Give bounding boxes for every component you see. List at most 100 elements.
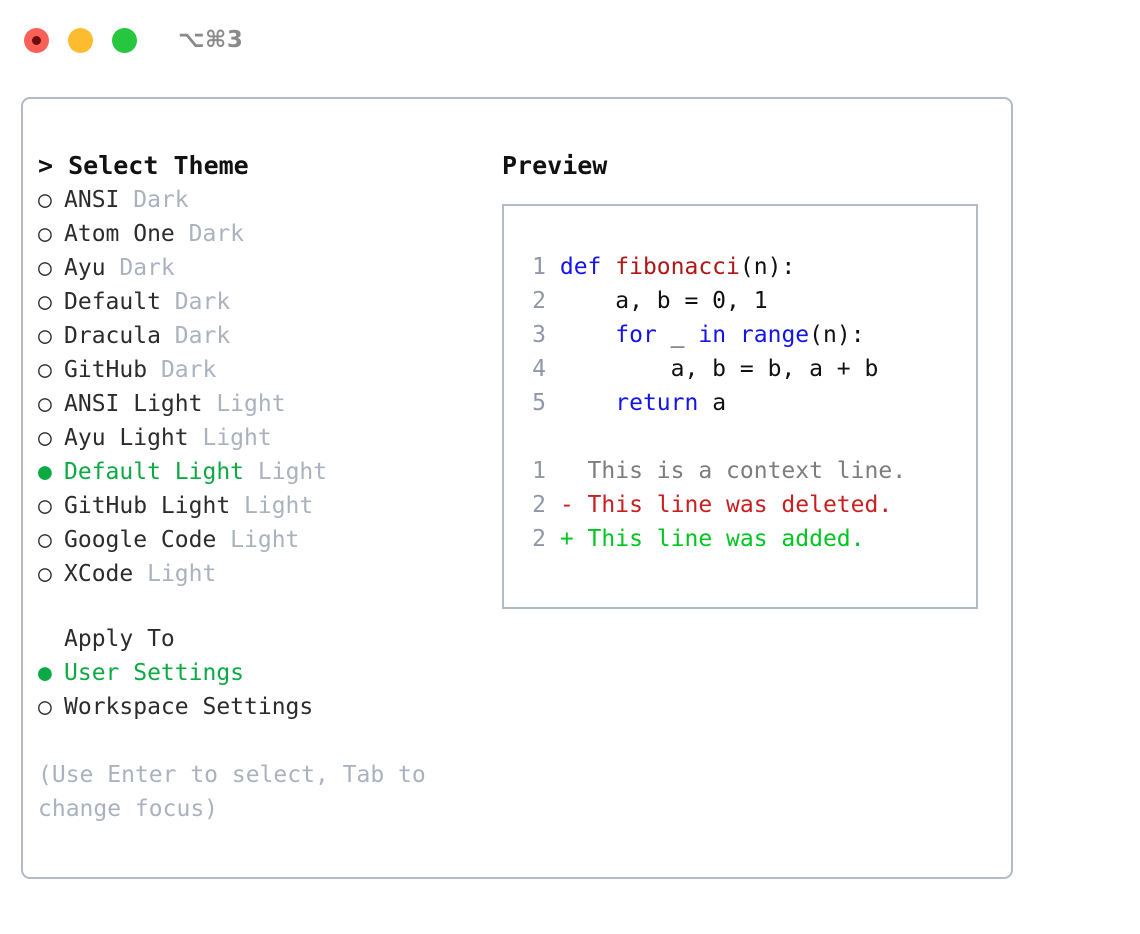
theme-mode-tag: Dark: [119, 255, 175, 281]
code-line: 3 for _ in range(n):: [522, 318, 976, 352]
radio-unselected-icon: ○: [38, 221, 52, 247]
line-number-gap: [546, 288, 560, 314]
radio-unselected-icon: ○: [38, 493, 52, 519]
radio-unselected-icon: ○: [38, 255, 52, 281]
line-number: 2: [532, 526, 546, 552]
theme-list-item[interactable]: ○ ANSI Light Light: [38, 387, 488, 421]
line-number: 2: [532, 492, 546, 518]
code-token: a, b = 0, 1: [559, 288, 768, 314]
diff-line: 1 This is a context line.: [522, 454, 976, 488]
preview-heading: Preview: [502, 151, 608, 180]
diff-line: 2 + This line was added.: [522, 522, 976, 556]
line-number-gap: [546, 254, 560, 280]
line-number-gap: [546, 526, 560, 552]
theme-name-label: Atom One: [64, 221, 189, 247]
theme-name-label: Default Light: [64, 459, 258, 485]
apply-to-item[interactable]: ○Workspace Settings: [38, 690, 488, 724]
code-token: [726, 322, 740, 348]
preview-column: Preview 1 def fibonacci(n):2 a, b = 0, 1…: [502, 149, 997, 609]
apply-to-label: User Settings: [64, 660, 245, 686]
code-line: 5 return a: [522, 386, 976, 420]
close-button-icon[interactable]: [24, 27, 49, 53]
line-number: 3: [532, 322, 546, 348]
code-token: def: [559, 254, 616, 280]
code-token: [560, 322, 615, 348]
diff-text: - This line was deleted.: [559, 492, 893, 518]
code-line: 4 a, b = b, a + b: [522, 352, 976, 386]
maximize-button-icon[interactable]: [112, 27, 137, 53]
theme-list: ○ ANSI Dark ○ Atom One Dark ○ Ayu Dark ○ Defaul…: [38, 183, 488, 591]
diff-line: 2 - This line was deleted.: [522, 488, 976, 522]
theme-name-label: Default: [64, 289, 175, 315]
theme-name-label: Ayu: [64, 255, 120, 281]
theme-mode-tag: Light: [257, 459, 328, 485]
code-token: a: [698, 390, 727, 416]
code-token: for: [615, 322, 657, 348]
line-number: 4: [532, 356, 546, 382]
code-token: in: [698, 322, 727, 348]
line-number: 2: [532, 288, 546, 314]
theme-mode-tag: Dark: [174, 323, 231, 349]
theme-list-item[interactable]: ○ Default Dark: [38, 285, 488, 319]
title-bar: ⌥⌘3: [0, 0, 1140, 80]
line-number-gap: [546, 492, 560, 518]
apply-to-heading: Apply To: [64, 626, 175, 652]
apply-to-item[interactable]: ● User Settings: [38, 656, 488, 690]
code-diff-separator: [522, 420, 976, 454]
select-theme-heading: > Select Theme: [38, 151, 249, 180]
theme-name-label: GitHub Light: [64, 493, 245, 519]
apply-to-label: Workspace Settings: [64, 694, 314, 720]
theme-name-label: Dracula: [64, 323, 175, 349]
theme-mode-tag: Light: [244, 493, 314, 519]
theme-name-label: GitHub: [64, 357, 161, 383]
code-token: [560, 390, 615, 416]
line-number: 1: [532, 254, 546, 280]
radio-selected-icon: ●: [38, 660, 52, 686]
theme-list-item[interactable]: ○XCode Light: [38, 557, 488, 591]
theme-list-item[interactable]: ○Google Code Light: [38, 523, 488, 557]
theme-mode-tag: Light: [202, 425, 272, 451]
theme-picker-column: > Select Theme ○ANSI Dark○Atom One Dark○…: [38, 149, 488, 826]
diff-text: + This line was added.: [559, 526, 865, 552]
keyboard-hint-text: (Use Enter to select, Tab to change focu…: [38, 762, 426, 822]
code-token: range: [739, 322, 810, 348]
theme-name-label: Ayu Light: [64, 425, 203, 451]
theme-list-item[interactable]: ○ANSI Dark: [38, 183, 488, 217]
line-number-gap: [546, 458, 560, 484]
theme-list-item[interactable]: ● Default Light Light: [38, 455, 488, 489]
radio-unselected-icon: ○: [38, 357, 52, 383]
theme-list-item[interactable]: ○ Ayu Dark: [38, 251, 488, 285]
code-line: 1 def fibonacci(n):: [522, 250, 976, 284]
theme-list-item[interactable]: ○Ayu Light Light: [38, 421, 488, 455]
code-token: return: [615, 390, 699, 416]
code-line: 2 a, b = 0, 1: [522, 284, 976, 318]
window-controls: [24, 27, 137, 53]
keyboard-shortcut-label: ⌥⌘3: [178, 26, 244, 53]
theme-mode-tag: Light: [216, 391, 286, 417]
line-number: 1: [532, 458, 546, 484]
line-number: 5: [532, 390, 546, 416]
theme-list-item[interactable]: ○ Atom One Dark: [38, 217, 488, 251]
theme-name-label: ANSI Light: [64, 391, 217, 417]
minimize-button-icon[interactable]: [68, 27, 93, 53]
diff-sample: 1 This is a context line.2 - This line w…: [522, 454, 976, 556]
line-number-gap: [546, 390, 560, 416]
theme-name-label: ANSI: [64, 187, 134, 213]
theme-list-item[interactable]: ○ GitHub Light Light: [38, 489, 488, 523]
theme-mode-tag: Dark: [174, 289, 231, 315]
radio-unselected-icon: ○: [38, 323, 52, 349]
radio-unselected-icon: ○: [38, 527, 52, 553]
theme-list-item[interactable]: ○ GitHub Dark: [38, 353, 488, 387]
radio-selected-icon: ●: [38, 459, 52, 485]
theme-mode-tag: Dark: [160, 357, 217, 383]
theme-name-label: XCode: [64, 561, 148, 587]
theme-list-item[interactable]: ○ Dracula Dark: [38, 319, 488, 353]
theme-name-label: Google Code: [64, 527, 231, 553]
radio-unselected-icon: ○: [38, 187, 52, 213]
radio-unselected-icon: ○: [38, 391, 52, 417]
radio-unselected-icon: ○: [38, 289, 52, 315]
theme-mode-tag: Dark: [188, 221, 245, 247]
